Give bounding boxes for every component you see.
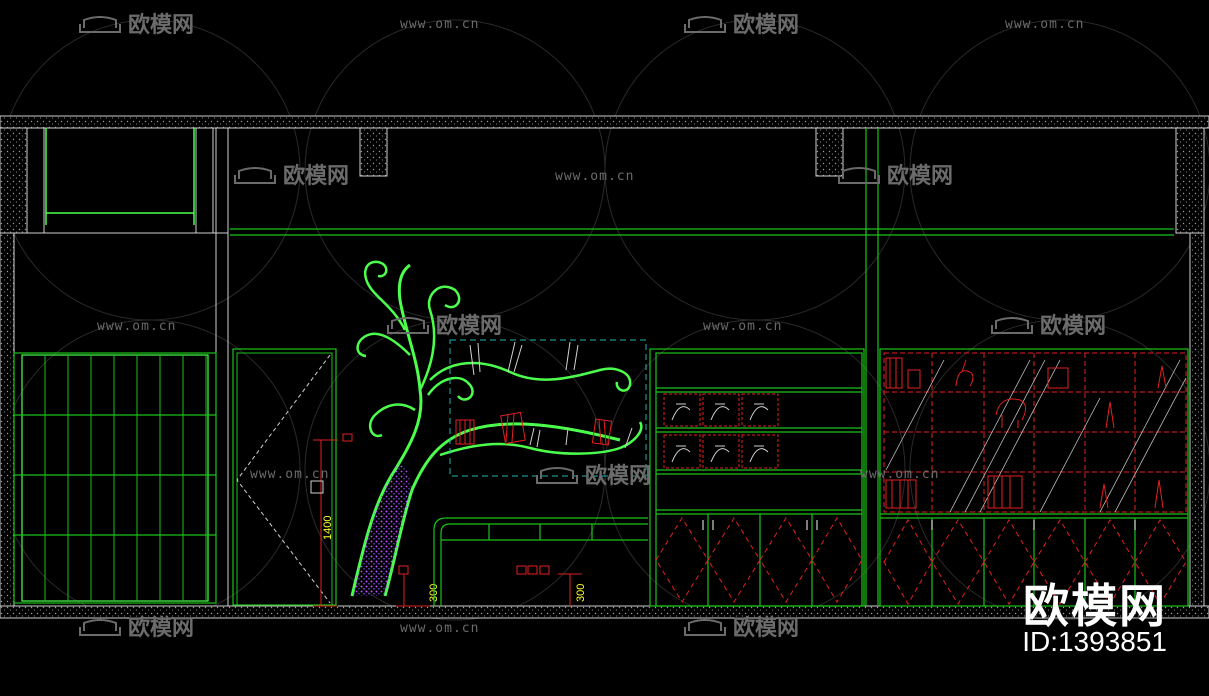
ceiling-slab xyxy=(0,115,1209,234)
display-frame xyxy=(449,339,647,477)
tree-shelf-items xyxy=(469,341,633,449)
middle-shelf-boxes xyxy=(663,393,779,469)
svg-text:www.om.cn: www.om.cn xyxy=(555,169,634,184)
ceiling-line xyxy=(230,228,1174,236)
side-walls xyxy=(0,232,1205,607)
watermarks: 欧模网 欧模网 www.om.cn www.om.cn 欧模网 欧模网 www.… xyxy=(97,12,1106,641)
switches xyxy=(396,565,582,607)
right-cabinet-door-diamonds xyxy=(883,518,1187,606)
svg-text:www.om.cn: www.om.cn xyxy=(703,319,782,334)
decorative-tree xyxy=(350,260,643,597)
svg-text:欧模网: 欧模网 xyxy=(585,463,651,489)
outlet-dimension xyxy=(310,433,353,607)
bench-desk xyxy=(433,517,648,606)
svg-text:www.om.cn: www.om.cn xyxy=(1005,17,1084,32)
svg-text:欧模网: 欧模网 xyxy=(1040,313,1106,339)
door xyxy=(232,348,337,606)
right-cabinet-handles xyxy=(931,520,1136,530)
svg-text:欧模网: 欧模网 xyxy=(887,163,953,189)
column-divider xyxy=(865,128,879,606)
svg-text:欧模网: 欧模网 xyxy=(128,12,194,38)
brand-logo-text: 欧模网 xyxy=(1023,579,1167,633)
middle-cabinet-door-diamonds xyxy=(655,517,863,603)
dimension-300-right: 300 xyxy=(575,584,587,602)
dimension-1400: 1400 xyxy=(322,516,334,540)
tree-shelf-books xyxy=(455,411,613,446)
svg-text:欧模网: 欧模网 xyxy=(283,163,349,189)
right-cabinet-glass-hatch xyxy=(885,359,1187,513)
svg-text:www.om.cn: www.om.cn xyxy=(860,467,939,482)
right-cabinet-shelves xyxy=(883,352,1187,513)
model-id-label: ID:1393851 xyxy=(1022,626,1167,657)
svg-text:www.om.cn: www.om.cn xyxy=(400,17,479,32)
svg-text:www.om.cn: www.om.cn xyxy=(250,467,329,482)
svg-text:欧模网: 欧模网 xyxy=(128,615,194,641)
svg-text:欧模网: 欧模网 xyxy=(436,313,502,339)
floor-slab xyxy=(0,605,1209,619)
svg-text:www.om.cn: www.om.cn xyxy=(97,319,176,334)
left-slat-cabinet xyxy=(13,352,217,604)
middle-shelving xyxy=(649,348,865,607)
watermark-sofa-icons xyxy=(79,16,1033,636)
middle-shelf-figurines xyxy=(671,403,769,463)
left-window xyxy=(14,128,229,606)
right-cabinet-objects xyxy=(885,357,1167,509)
svg-text:欧模网: 欧模网 xyxy=(733,12,799,38)
watermark-circles xyxy=(0,19,1209,621)
middle-cabinet-handles xyxy=(702,520,818,530)
svg-text:www.om.cn: www.om.cn xyxy=(400,621,479,636)
svg-text:欧模网: 欧模网 xyxy=(733,615,799,641)
right-glass-cabinet xyxy=(879,348,1189,607)
slat-lines xyxy=(44,355,207,601)
